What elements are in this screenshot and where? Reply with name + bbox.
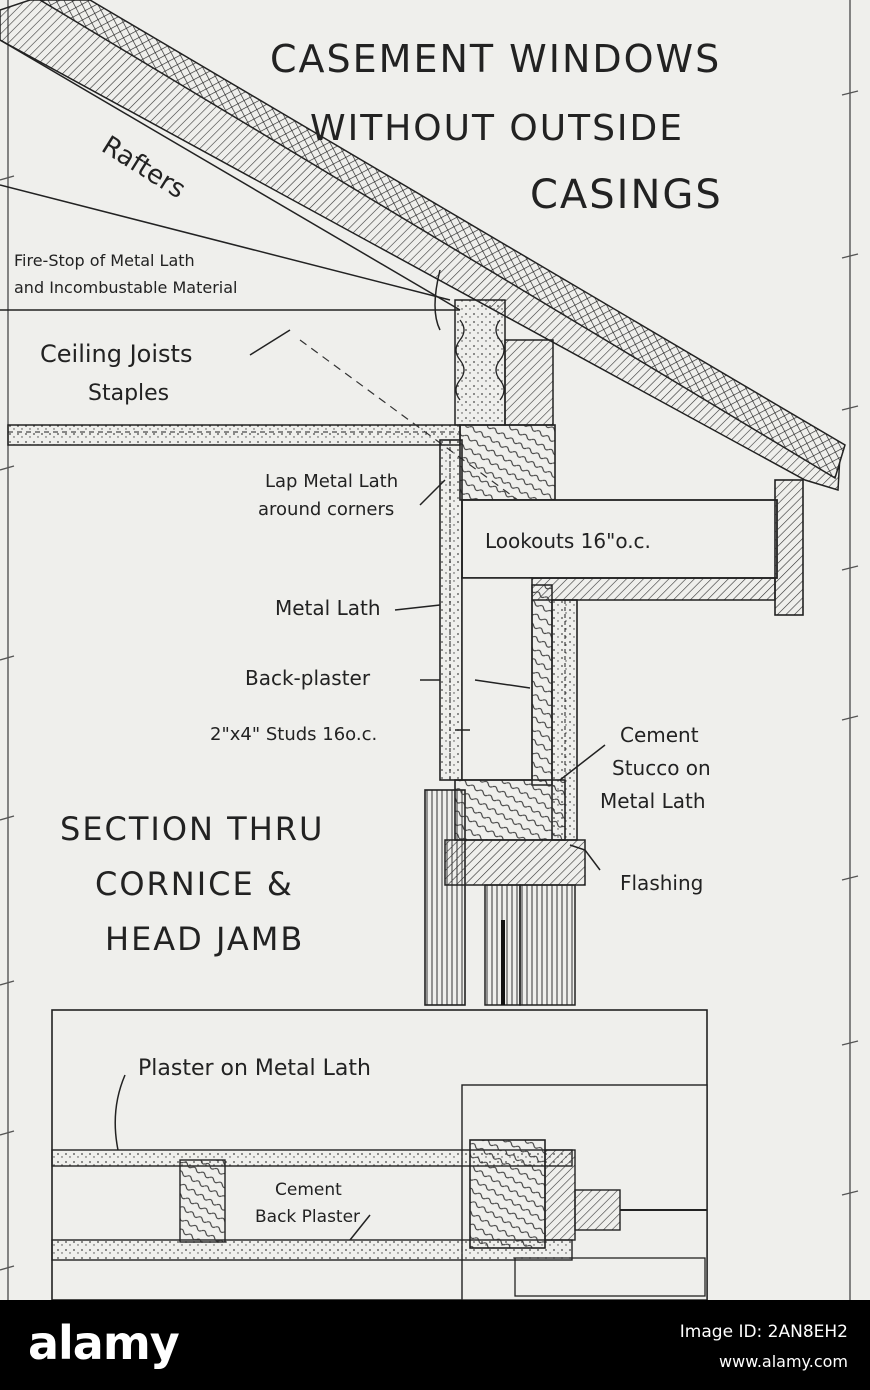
leader-lines bbox=[114, 269, 606, 1241]
label-cement-back-plaster-2: Back Plaster bbox=[255, 1207, 360, 1227]
roof-slope bbox=[0, 0, 846, 491]
label-flashing: Flashing bbox=[620, 871, 703, 895]
image-id: Image ID: 2AN8EH2 bbox=[679, 1322, 848, 1342]
label-cement-stucco-3: Metal Lath bbox=[600, 789, 706, 813]
head-jamb bbox=[424, 779, 586, 1006]
label-ceiling-joists: Ceiling Joists bbox=[40, 340, 192, 368]
fire-stop-block bbox=[454, 299, 506, 426]
label-back-plaster: Back-plaster bbox=[245, 666, 371, 690]
watermark-footer: alamy Image ID: 2AN8EH2 www.alamy.com bbox=[0, 1300, 870, 1390]
title-line-2: WITHOUT OUTSIDE bbox=[310, 108, 684, 149]
label-cement-back-plaster-1: Cement bbox=[275, 1180, 342, 1200]
title-line-1: CASEMENT WINDOWS bbox=[270, 37, 721, 81]
label-cement-stucco-1: Cement bbox=[620, 723, 699, 747]
section-drawing: CASEMENT WINDOWS WITHOUT OUTSIDE CASINGS… bbox=[0, 0, 859, 1300]
title-line-3: CASINGS bbox=[530, 172, 723, 218]
label-rafters: Rafters bbox=[96, 130, 190, 204]
alamy-logo: alamy bbox=[28, 1316, 180, 1370]
section-title-line-1: SECTION THRU bbox=[60, 810, 324, 848]
ceiling-joists bbox=[0, 309, 546, 521]
section-title-line-3: HEAD JAMB bbox=[105, 920, 304, 958]
label-fire-stop-2: and Incombustable Material bbox=[14, 278, 237, 297]
dimension-lines bbox=[0, 0, 859, 1300]
site-url: www.alamy.com bbox=[719, 1352, 848, 1371]
plan-section bbox=[51, 1009, 708, 1300]
label-plaster-on-metal-lath: Plaster on Metal Lath bbox=[138, 1056, 371, 1081]
label-fire-stop-1: Fire-Stop of Metal Lath bbox=[14, 251, 195, 270]
label-metal-lath: Metal Lath bbox=[275, 596, 381, 620]
label-staples: Staples bbox=[88, 381, 169, 406]
label-lookouts: Lookouts 16"o.c. bbox=[485, 529, 651, 553]
label-studs: 2"x4" Studs 16o.c. bbox=[210, 724, 377, 745]
label-lap-metal-lath-2: around corners bbox=[258, 499, 394, 520]
wall-plate bbox=[459, 339, 556, 501]
label-lap-metal-lath-1: Lap Metal Lath bbox=[265, 471, 398, 492]
label-cement-stucco-2: Stucco on bbox=[612, 756, 711, 780]
wall-section bbox=[439, 439, 578, 841]
lookout bbox=[461, 479, 804, 616]
section-title-line-2: CORNICE & bbox=[95, 865, 294, 903]
